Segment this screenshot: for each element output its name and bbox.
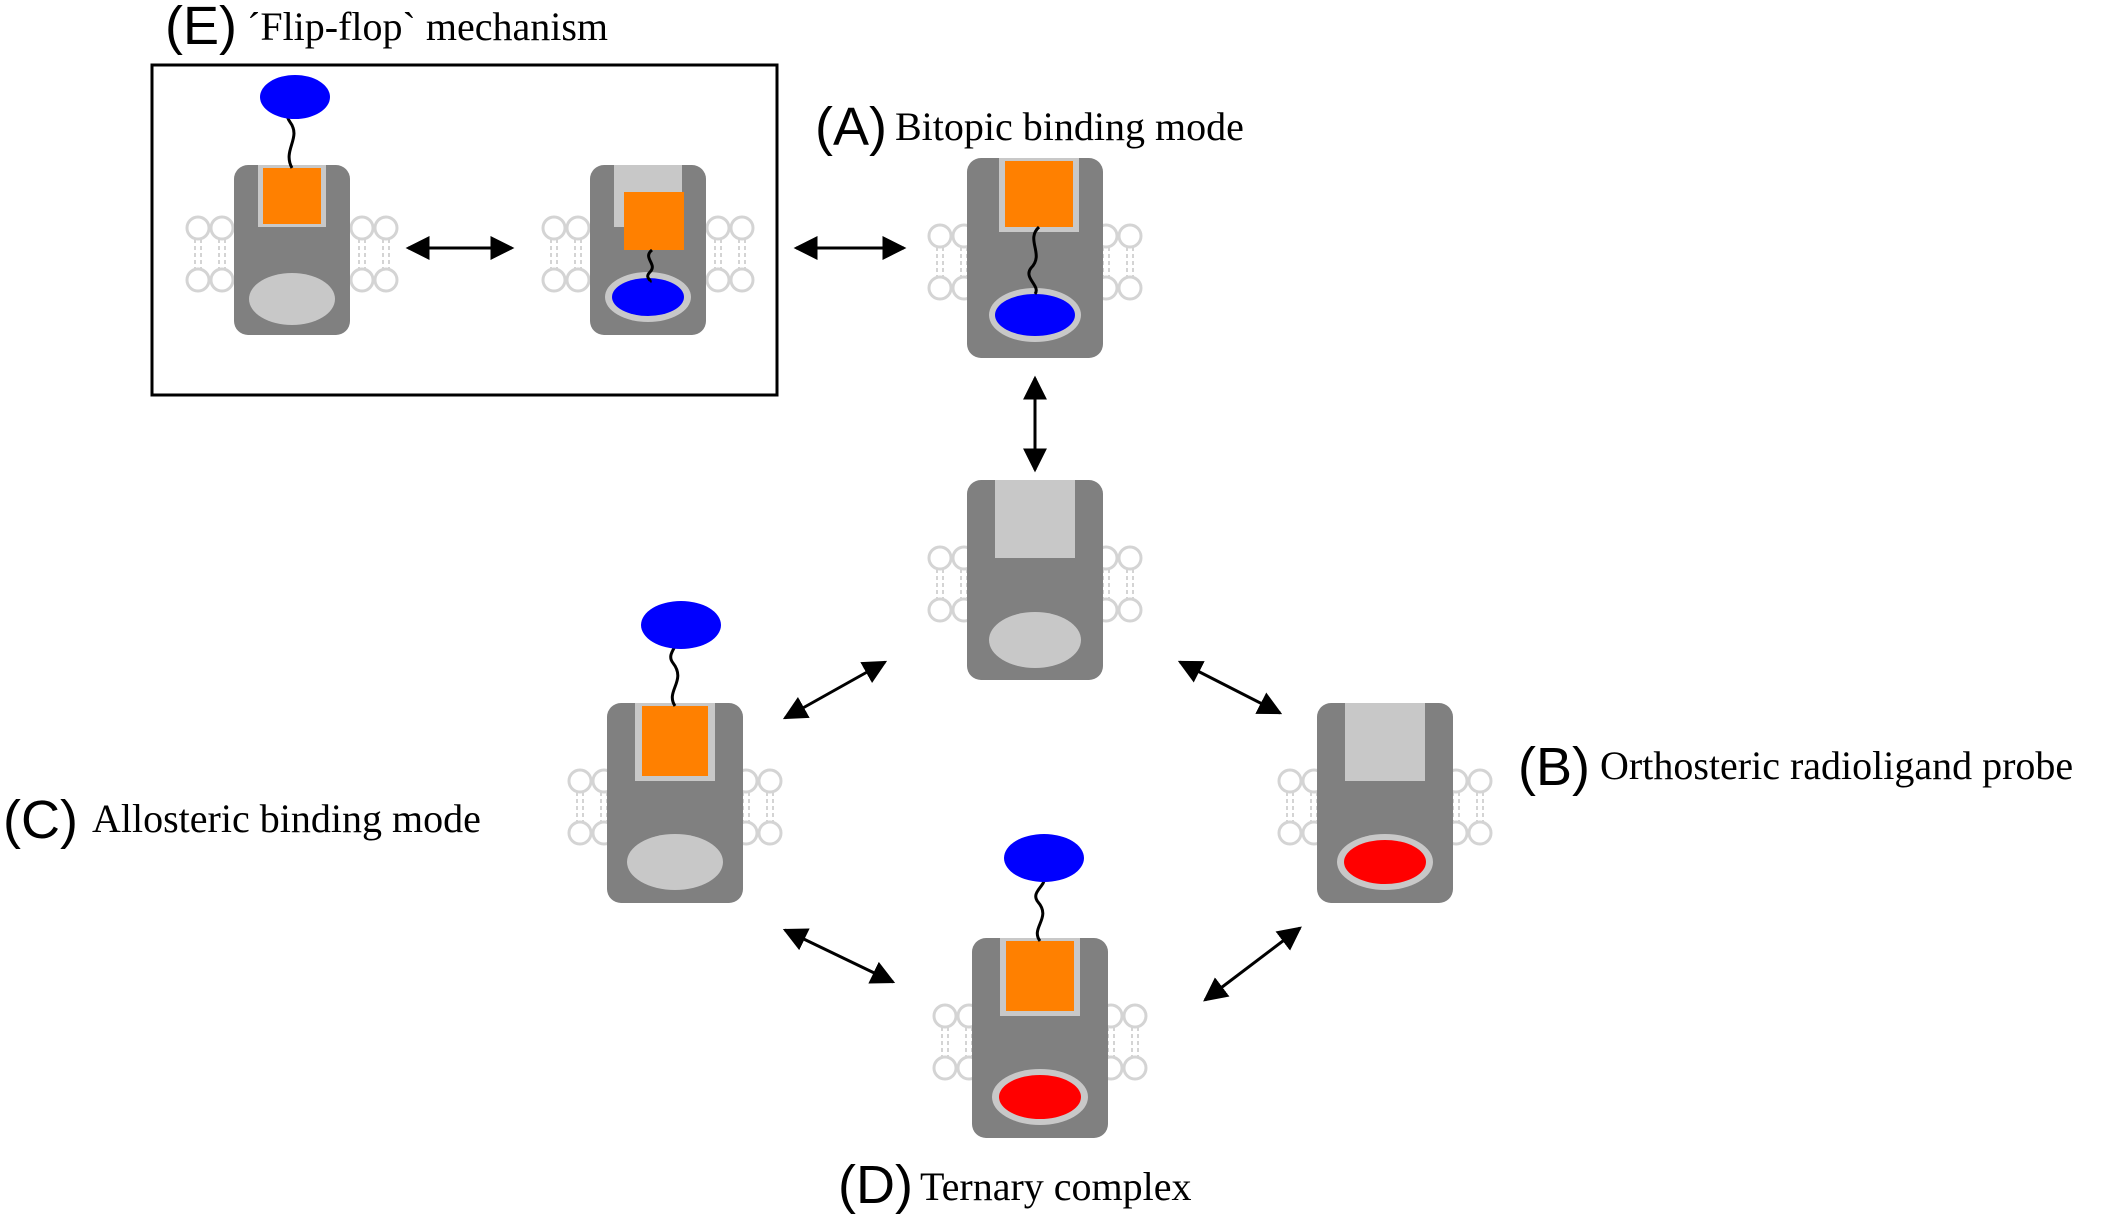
lipid-head: [1117, 223, 1143, 249]
lipid-head: [705, 215, 731, 241]
label-e-text: ´Flip-flop` mechanism: [247, 4, 608, 49]
lipid-head: [541, 215, 567, 241]
linker: [646, 248, 654, 284]
label-b: (B) Orthosteric radioligand probe: [1518, 737, 2073, 797]
lipid-head: [185, 215, 211, 241]
lipid-bilayer: [567, 768, 617, 846]
receptor-b-orthosteric: [1277, 703, 1493, 903]
linker: [1034, 877, 1046, 942]
bitopic-head: [1004, 834, 1084, 882]
label-e-letter: (E): [165, 0, 237, 56]
orthosteric-pocket: [249, 273, 335, 325]
lipid-head: [1122, 1003, 1148, 1029]
lipid-head: [1277, 768, 1303, 794]
label-a-letter: (A): [815, 97, 887, 157]
bitopic-head: [260, 75, 330, 119]
lipid-head: [705, 267, 731, 293]
lipid-head: [349, 215, 375, 241]
label-d-letter: (D): [838, 1155, 913, 1215]
receptor-center-apo: [927, 480, 1143, 680]
lipid-bilayer: [541, 215, 591, 293]
bitopic-head: [612, 278, 684, 316]
lipid-bilayer: [349, 215, 399, 293]
label-e: (E) ´Flip-flop` mechanism: [165, 0, 608, 56]
lipid-head: [567, 768, 593, 794]
lipid-head: [927, 275, 953, 301]
lipid-head: [209, 267, 235, 293]
lipid-head: [567, 820, 593, 846]
allosteric-ligand: [642, 706, 708, 776]
orthosteric-radioligand: [1344, 840, 1426, 884]
lipid-head: [1467, 768, 1493, 794]
label-a: (A) Bitopic binding mode: [815, 97, 1244, 157]
lipid-head: [209, 215, 235, 241]
lipid-bilayer: [927, 545, 977, 623]
orthosteric-pocket: [989, 612, 1081, 668]
linker: [1027, 225, 1041, 295]
receptor-e2-bitopic: [541, 165, 755, 335]
receptor-c-allosteric: [567, 601, 783, 903]
arrow-center-b: [1177, 660, 1283, 715]
arrow-c-center: [782, 660, 888, 720]
allosteric-pocket: [1345, 703, 1425, 781]
lipid-head: [757, 768, 783, 794]
lipid-head: [565, 267, 591, 293]
lipid-head: [757, 820, 783, 846]
label-d: (D) Ternary complex: [838, 1155, 1192, 1215]
lipid-head: [373, 267, 399, 293]
lipid-head: [927, 545, 953, 571]
orthosteric-pocket: [627, 834, 723, 890]
lipid-head: [927, 223, 953, 249]
lipid-head: [1117, 545, 1143, 571]
label-c-letter: (C): [3, 790, 78, 850]
bitopic-head: [641, 601, 721, 649]
label-b-text: Orthosteric radioligand probe: [1600, 743, 2073, 788]
orthosteric-radioligand: [999, 1075, 1081, 1119]
lipid-head: [541, 267, 567, 293]
lipid-head: [1277, 820, 1303, 846]
lipid-head: [729, 215, 755, 241]
lipid-head: [565, 215, 591, 241]
receptor-a-bitopic: [927, 158, 1143, 358]
allosteric-ligand: [1006, 941, 1074, 1011]
lipid-head: [1117, 597, 1143, 623]
lipid-head: [185, 267, 211, 293]
receptor-d-ternary: [932, 834, 1148, 1138]
lipid-head: [932, 1055, 958, 1081]
lipid-head: [927, 597, 953, 623]
lipid-head: [1117, 275, 1143, 301]
label-d-text: Ternary complex: [920, 1164, 1192, 1209]
receptor-e1-allosteric: [185, 75, 399, 335]
label-c: (C) Allosteric binding mode: [3, 790, 481, 850]
lipid-head: [1467, 820, 1493, 846]
lipid-head: [349, 267, 375, 293]
allosteric-ligand: [624, 192, 684, 250]
lipid-head: [373, 215, 399, 241]
lipid-head: [1122, 1055, 1148, 1081]
lipid-bilayer: [185, 215, 235, 293]
allosteric-pocket: [995, 480, 1075, 558]
lipid-head: [729, 267, 755, 293]
arrow-d-b: [1203, 926, 1302, 1002]
flip-flop-frame: [150, 63, 779, 397]
bitopic-head: [995, 294, 1075, 336]
allosteric-ligand: [1005, 161, 1073, 227]
label-a-text: Bitopic binding mode: [895, 104, 1244, 149]
label-c-text: Allosteric binding mode: [92, 796, 481, 841]
label-b-letter: (B): [1518, 737, 1590, 797]
lipid-head: [932, 1003, 958, 1029]
lipid-bilayer: [705, 215, 755, 293]
arrow-c-d: [782, 928, 896, 984]
allosteric-ligand: [263, 168, 321, 224]
